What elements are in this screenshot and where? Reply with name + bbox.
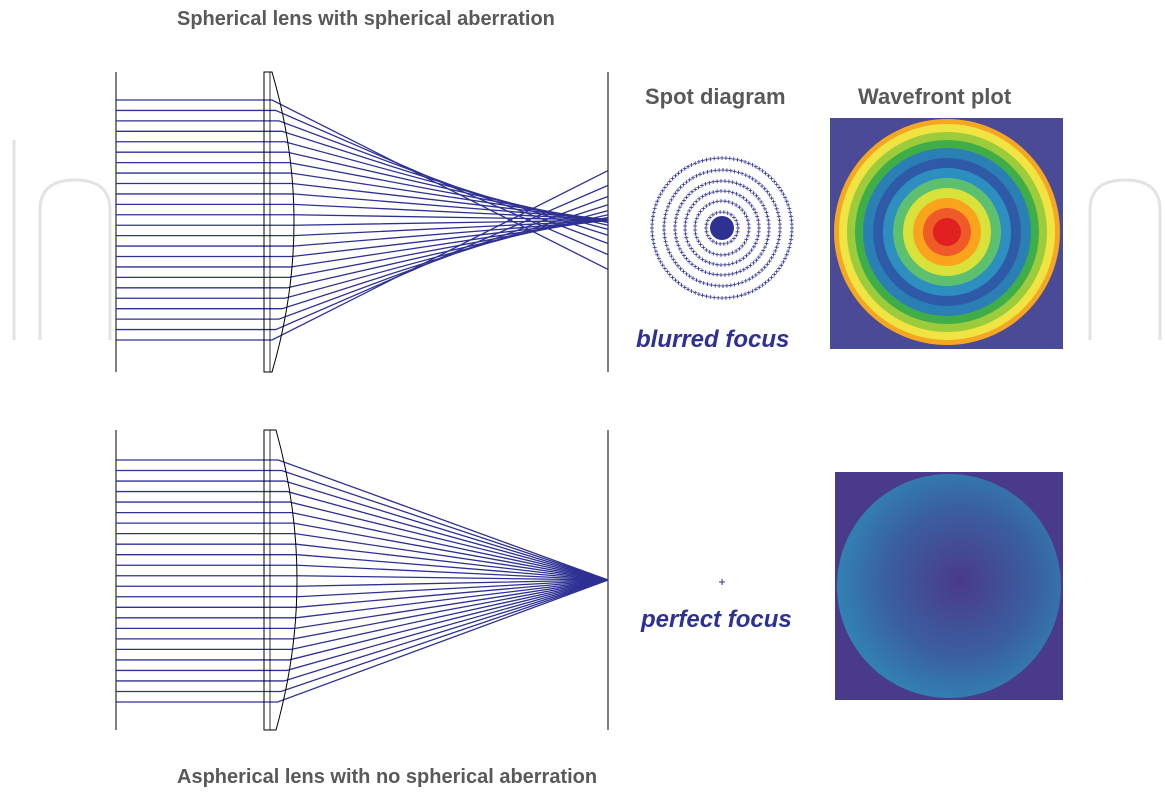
perfect-focus-label: perfect focus <box>641 606 792 633</box>
aspherical-ray-trace <box>115 429 609 731</box>
light-ray <box>116 172 609 222</box>
light-ray <box>116 579 609 693</box>
light-ray <box>116 170 609 341</box>
light-ray <box>116 219 609 258</box>
light-ray <box>116 480 609 581</box>
wavefront-plot-spherical <box>830 118 1063 349</box>
light-ray <box>116 575 609 581</box>
light-ray <box>116 209 609 299</box>
light-ray <box>116 501 609 581</box>
light-ray <box>116 120 609 245</box>
light-ray <box>116 564 609 581</box>
light-ray <box>116 161 609 224</box>
light-ray <box>116 579 609 629</box>
spot-diagram-blurred <box>650 156 794 300</box>
light-ray <box>116 151 609 226</box>
light-ray <box>116 579 609 598</box>
light-ray <box>116 99 609 270</box>
light-ray <box>116 204 609 310</box>
bottom-ray-bundle <box>116 459 609 703</box>
wavefront-plot-aspherical <box>835 472 1063 700</box>
light-ray <box>116 216 609 279</box>
blurred-focus-label: blurred focus <box>636 326 790 353</box>
top-ray-bundle <box>116 99 609 341</box>
light-ray <box>116 184 609 331</box>
light-ray <box>116 459 609 581</box>
light-ray <box>116 182 609 221</box>
light-ray <box>116 579 609 672</box>
title-spherical-lens: Spherical lens with spherical aberration <box>177 8 555 30</box>
spot-diagram-perfect <box>719 579 725 585</box>
aspherical-lens <box>263 429 298 731</box>
wavefront-plot-heading: Wavefront plot <box>858 84 1012 109</box>
light-ray <box>116 579 609 587</box>
spherical-lens <box>263 71 295 373</box>
spot-diagram-heading: Spot diagram <box>645 84 786 109</box>
light-ray <box>116 469 609 581</box>
light-ray <box>116 579 609 703</box>
light-ray <box>116 579 609 651</box>
light-ray <box>116 511 609 581</box>
light-ray <box>116 579 609 608</box>
watermark-logo <box>12 140 1162 340</box>
title-aspherical-lens: Aspherical lens with no spherical aberra… <box>177 766 598 788</box>
light-ray <box>116 579 609 661</box>
light-ray <box>116 490 609 581</box>
light-ray <box>116 554 609 581</box>
light-ray <box>116 218 609 268</box>
spherical-ray-trace <box>115 71 609 373</box>
light-ray <box>116 195 609 320</box>
light-ray <box>116 579 609 682</box>
